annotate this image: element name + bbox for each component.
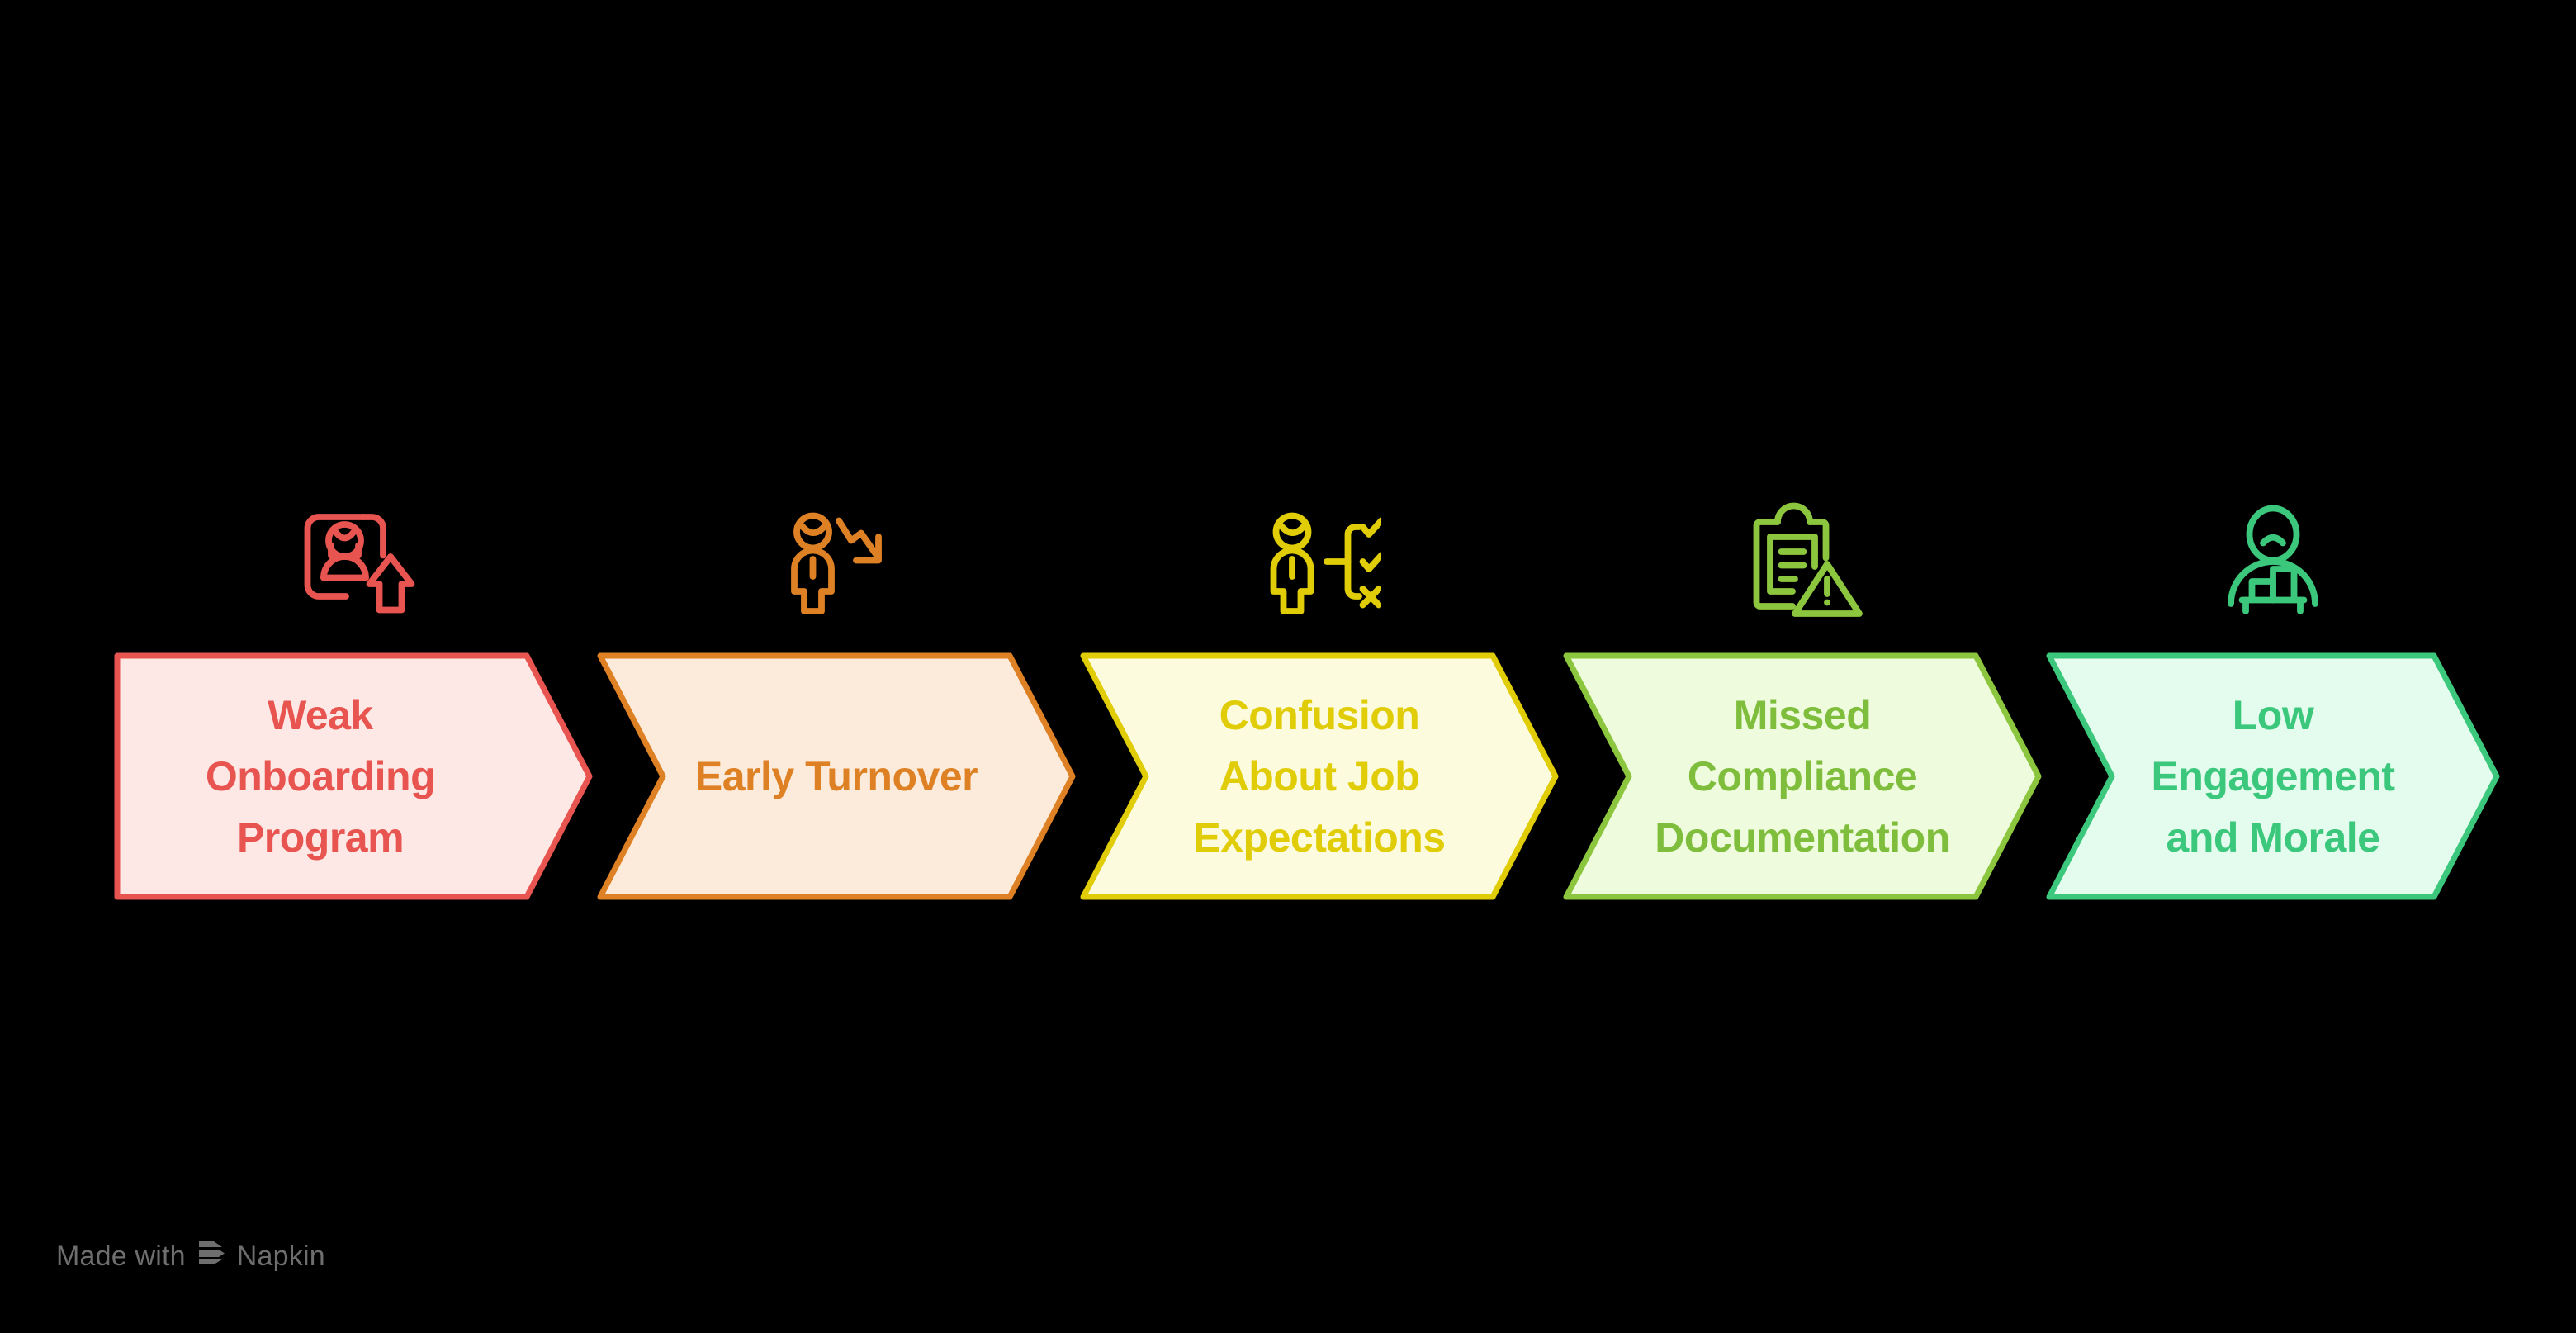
flow-step-4[interactable]: Missed Compliance Documentation — [1563, 479, 2042, 900]
person-badge-up-arrow-icon — [114, 479, 593, 644]
chevron-flow: Weak Onboarding Program Early Turnove — [114, 479, 2500, 900]
chevron-shape-4[interactable] — [1563, 652, 2042, 900]
flow-step-3[interactable]: Confusion About Job Expectations — [1080, 479, 1559, 900]
clipboard-warning-icon — [1563, 479, 2042, 644]
sad-person-low-bars-icon — [2046, 479, 2500, 644]
napkin-watermark: Made with Napkin — [56, 1240, 325, 1274]
chevron-shape-2[interactable] — [597, 652, 1076, 900]
chevron-shape-1[interactable] — [114, 652, 593, 900]
flow-step-5[interactable]: Low Engagement and Morale — [2046, 479, 2500, 900]
chevron-shape-5[interactable] — [2046, 652, 2500, 900]
watermark-prefix-label: Made with — [56, 1240, 186, 1272]
flow-step-1[interactable]: Weak Onboarding Program — [114, 479, 593, 900]
flow-step-2[interactable]: Early Turnover — [597, 479, 1076, 900]
chevron-shape-3[interactable] — [1080, 652, 1559, 900]
watermark-brand-label: Napkin — [236, 1240, 325, 1272]
napkin-chevron-stripes-icon — [197, 1240, 225, 1274]
person-checklist-branch-icon — [1080, 479, 1559, 644]
person-declining-arrow-icon — [597, 479, 1076, 644]
